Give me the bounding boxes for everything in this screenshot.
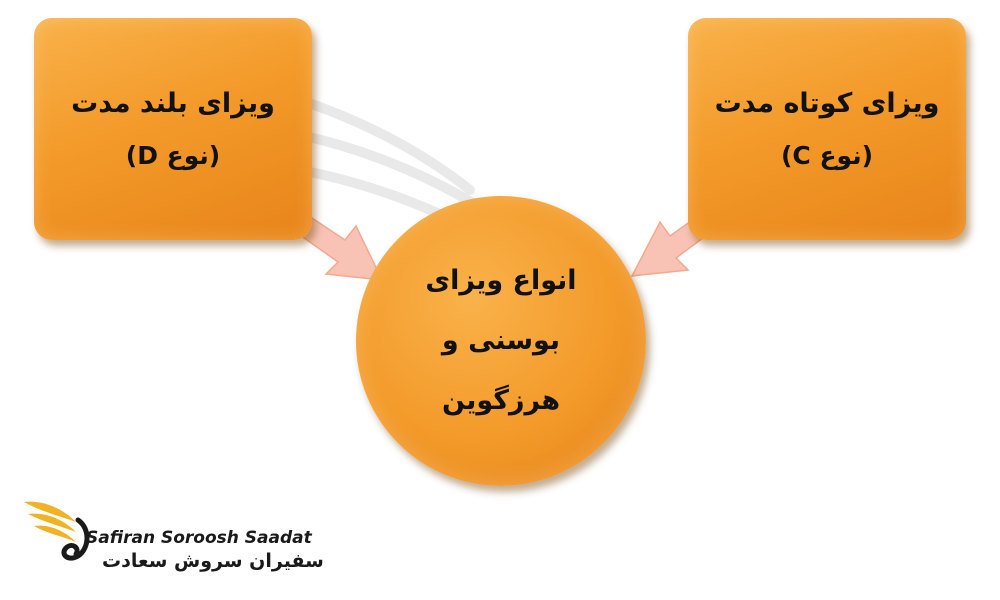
long-term-visa-title: ویزای بلند مدت (71, 88, 275, 119)
long-term-visa-box: ویزای بلند مدت (نوع D) (34, 18, 312, 240)
circle-line-1: انواع ویزای (425, 265, 577, 296)
logo-name-en: Safiran Soroosh Saadat (86, 528, 312, 548)
circle-line-3: هرزگوین (441, 385, 561, 416)
long-term-visa-type: (نوع D) (125, 141, 221, 170)
logo-name-fa: سفیران سروش سعادت (102, 550, 324, 572)
company-logo: Safiran Soroosh Saadat سفیران سروش سعادت (20, 492, 324, 582)
visa-types-circle: انواع ویزای بوسنی و هرزگوین (356, 196, 646, 486)
short-term-visa-box: ویزای کوتاه مدت (نوع C) (688, 18, 966, 240)
wing-icon (24, 501, 90, 561)
short-term-visa-title: ویزای کوتاه مدت (714, 88, 940, 119)
circle-line-2: بوسنی و (441, 325, 561, 356)
short-term-visa-type: (نوع C) (780, 141, 874, 170)
